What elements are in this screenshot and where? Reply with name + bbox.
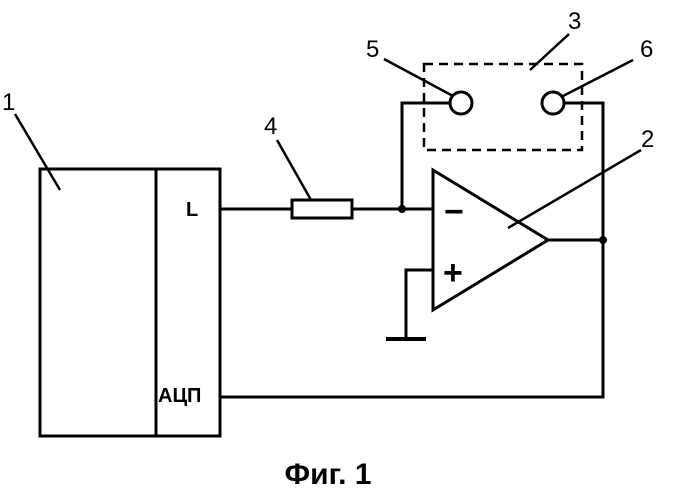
op-amp-plus: + — [443, 254, 463, 292]
label-4: 4 — [264, 113, 277, 140]
op-amp-minus: − — [444, 193, 464, 231]
label-3: 3 — [568, 8, 581, 35]
leader-6 — [563, 60, 633, 96]
leader-4 — [277, 140, 311, 200]
label-2: 2 — [641, 126, 654, 153]
wire-from-electrode-6 — [220, 103, 603, 397]
pin-adc-label: АЦП — [158, 385, 201, 407]
leader-1 — [15, 114, 60, 190]
label-6: 6 — [640, 36, 653, 63]
figure-caption: Фиг. 1 — [285, 458, 372, 491]
electrode-6 — [542, 92, 564, 114]
wire-to-electrode-5 — [402, 103, 450, 209]
sensor-housing-3 — [424, 64, 582, 150]
leader-2 — [508, 150, 641, 228]
resistor-4 — [292, 200, 352, 218]
junction-output — [599, 236, 607, 244]
wire-to-ground — [406, 270, 433, 338]
label-1: 1 — [2, 89, 15, 116]
label-5: 5 — [366, 36, 379, 63]
pin-l-label: L — [186, 199, 198, 221]
